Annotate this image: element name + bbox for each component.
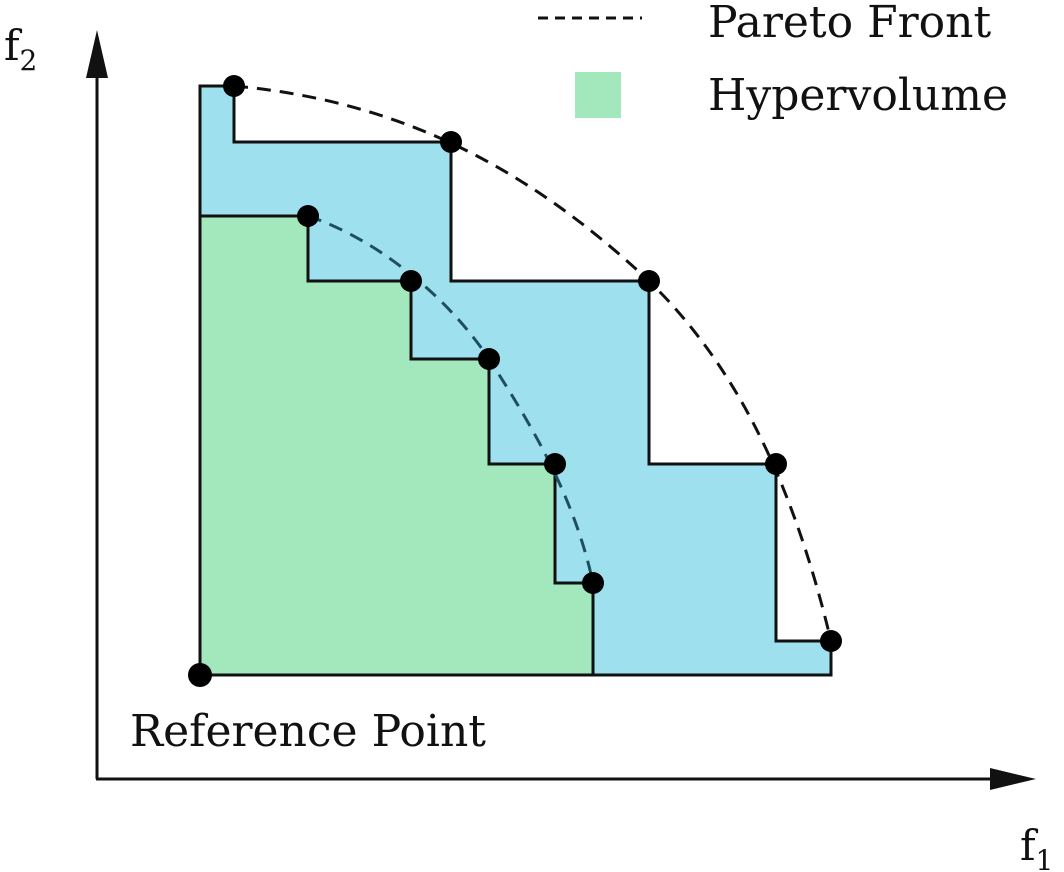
outer-front-point: [223, 75, 245, 97]
legend-hypervolume-label: Hypervolume: [708, 70, 1008, 121]
outer-front-point: [638, 270, 660, 292]
hypervolume-region: [200, 216, 593, 675]
inner-front-point: [478, 348, 500, 370]
inner-front-point: [297, 205, 319, 227]
legend: Pareto Front Hypervolume: [538, 0, 1008, 121]
outer-front-point: [765, 453, 787, 475]
inner-front-point: [582, 572, 604, 594]
reference-point-marker: [188, 663, 212, 687]
y-axis-label: f2: [4, 21, 37, 77]
inner-front-point: [400, 270, 422, 292]
outer-front-point: [820, 630, 842, 652]
outer-front-point: [440, 131, 462, 153]
x-axis-label: f1: [1020, 821, 1053, 872]
y-axis-arrowhead: [86, 30, 108, 78]
legend-hypervolume-swatch: [575, 72, 621, 118]
reference-point-label: Reference Point: [130, 706, 486, 757]
legend-pareto-front-label: Pareto Front: [708, 0, 991, 48]
inner-front-point: [544, 453, 566, 475]
x-axis-arrowhead: [990, 768, 1036, 790]
